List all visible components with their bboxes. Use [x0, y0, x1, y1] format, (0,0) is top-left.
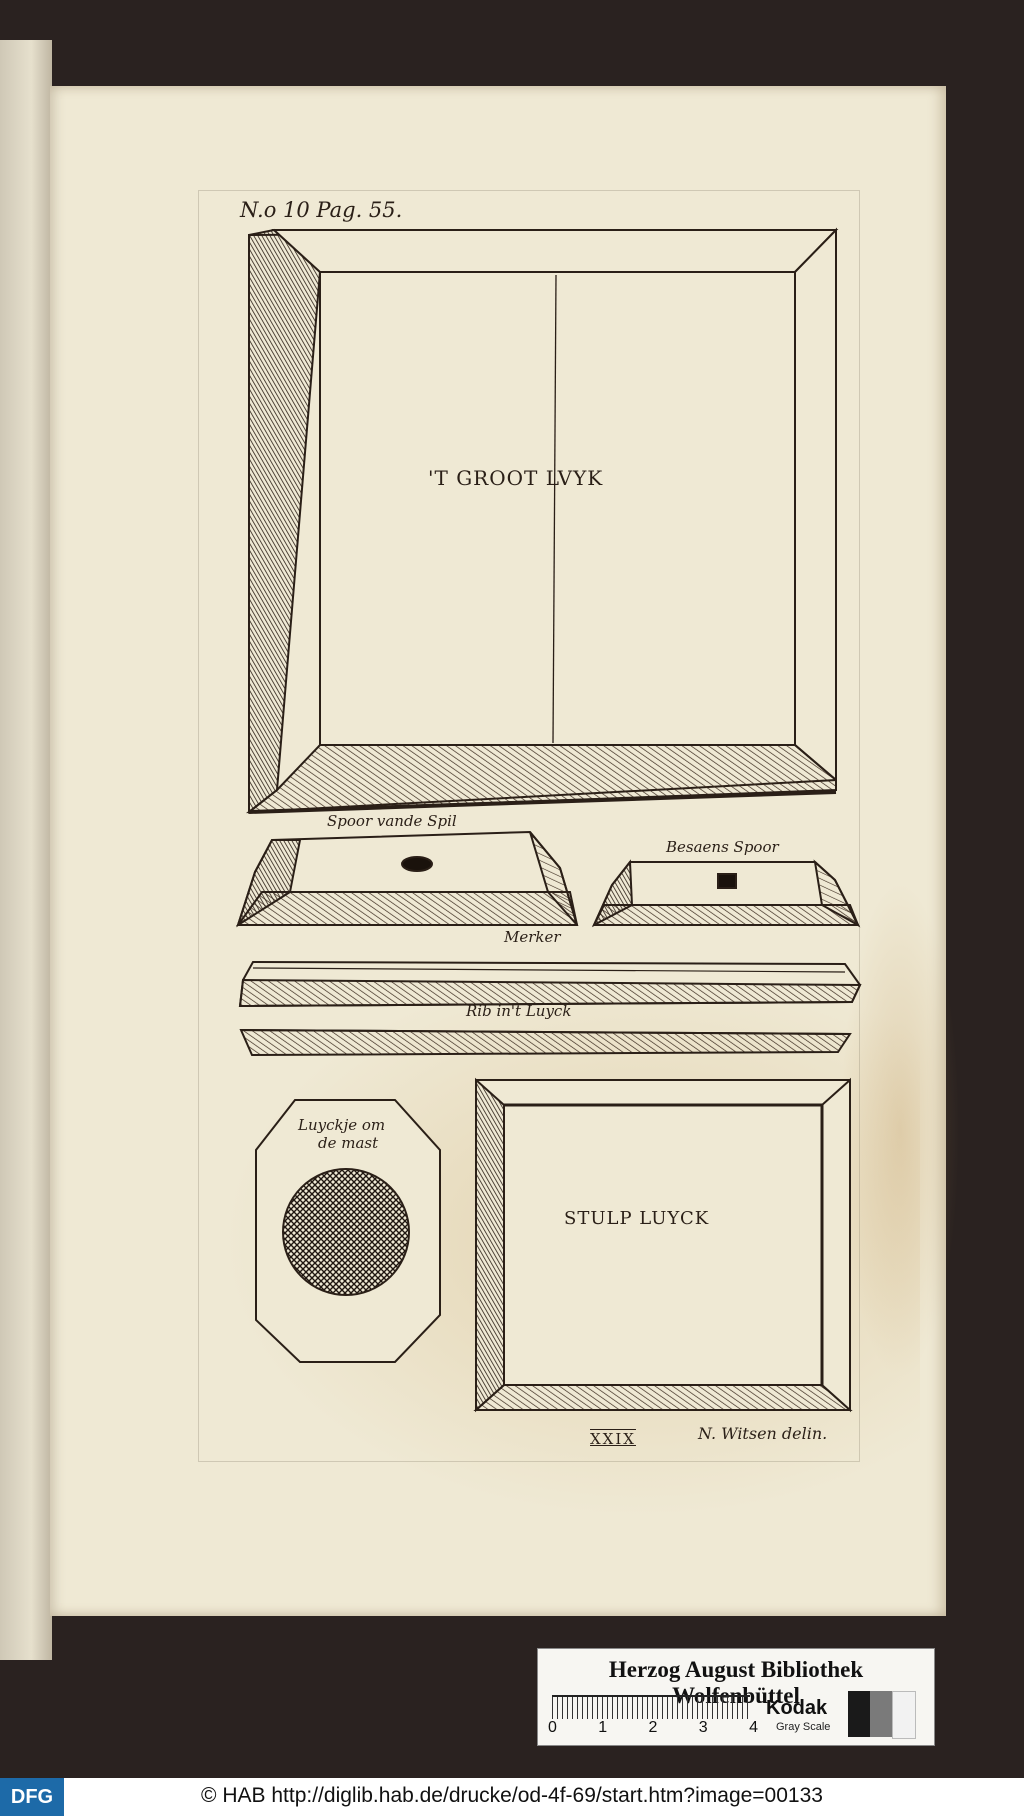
- luyckje-om-de-mast-drawing: [255, 1099, 441, 1363]
- besaens-spoor-label: Besaens Spoor: [666, 838, 779, 856]
- ruler-numbers: 0 1 2 3 4: [548, 1719, 758, 1737]
- ruler-number: 0: [548, 1719, 557, 1736]
- source-url-link[interactable]: http://diglib.hab.de/drucke/od-4f-69/sta…: [271, 1784, 823, 1807]
- page-reference: N.o 10 Pag. 55.: [240, 198, 403, 222]
- ruler-number: 2: [648, 1719, 658, 1736]
- spoor-vande-spil-label: Spoor vande Spil: [327, 812, 457, 830]
- facing-page-edge: [0, 40, 52, 1660]
- copyright-text: © HAB: [201, 1784, 272, 1807]
- luyckje-label-line1: Luyckje om: [298, 1116, 386, 1134]
- rib-drawing: [239, 1028, 852, 1057]
- rib-label: Rib in't Luyck: [466, 1002, 572, 1020]
- water-stain-right: [840, 880, 960, 1380]
- library-color-card: Herzog August Bibliothek Wolfenbüttel 0 …: [537, 1648, 935, 1746]
- ruler-number: 1: [598, 1719, 608, 1736]
- gray-scale-label: Gray Scale: [776, 1721, 831, 1733]
- plate-number: XXIX: [590, 1430, 636, 1448]
- besaens-spoor-drawing: [591, 859, 861, 928]
- ruler-number: 4: [749, 1719, 758, 1736]
- footer-bar: © HAB http://diglib.hab.de/drucke/od-4f-…: [0, 1778, 1024, 1816]
- spoor-vande-spil-drawing: [236, 830, 579, 928]
- merker-label: Merker: [504, 928, 561, 946]
- groot-luyk-label: 'T GROOT LVYK: [428, 466, 604, 490]
- gray-swatch-light: [892, 1691, 916, 1739]
- stulp-luyck-drawing: [473, 1077, 853, 1413]
- measurement-ruler: [552, 1695, 750, 1719]
- stulp-luyck-label: STULP LUYCK: [564, 1208, 710, 1229]
- dfg-logo[interactable]: DFG: [0, 1778, 64, 1816]
- kodak-brand: Kodak: [766, 1697, 828, 1719]
- ruler-number: 3: [698, 1719, 708, 1736]
- engraver-signature: N. Witsen delin.: [698, 1424, 828, 1443]
- engraved-plate-border: [198, 190, 860, 1462]
- gray-swatch-dark: [848, 1691, 870, 1737]
- merker-drawing: [238, 960, 862, 1008]
- gray-swatch-mid: [870, 1691, 892, 1737]
- groot-luyk-drawing: [245, 227, 839, 815]
- luyckje-label-line2: de mast: [318, 1134, 379, 1152]
- footer-credit: © HAB http://diglib.hab.de/drucke/od-4f-…: [0, 1784, 1024, 1808]
